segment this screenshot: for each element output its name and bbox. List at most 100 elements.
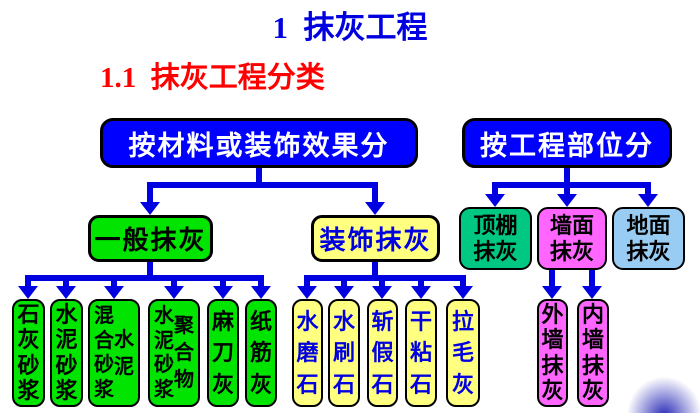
- node-wall-plaster: 墙面 抹灰: [537, 207, 607, 270]
- vertical-char: 灰: [249, 371, 272, 397]
- node-roughcast: 拉毛灰: [446, 299, 480, 407]
- vertical-char: 麻: [211, 308, 234, 334]
- vertical-char: 混: [94, 304, 114, 327]
- arrow-down-icon: [557, 194, 577, 207]
- corner-glow-decoration: [615, 352, 700, 413]
- node-ceiling-plaster: 顶棚 抹灰: [459, 207, 532, 270]
- arrow-down-icon: [372, 286, 392, 299]
- vertical-char: 水: [154, 304, 174, 327]
- vertical-char: 砂: [94, 354, 114, 377]
- node-label: 水泥砂浆: [55, 301, 77, 405]
- arrow-down-icon: [164, 286, 184, 299]
- vertical-char: 筋: [249, 340, 272, 365]
- node-exterior-wall-plaster: 外墙抹灰: [537, 299, 568, 407]
- node-interior-wall-plaster: 内墙抹灰: [577, 299, 609, 407]
- vertical-char: 浆: [94, 379, 114, 402]
- vertical-char: 石: [17, 302, 40, 328]
- node-label-column: 水泥: [114, 301, 134, 405]
- vertical-char: 浆: [154, 379, 174, 402]
- arrow-down-icon: [453, 286, 473, 299]
- vertical-char: 内: [581, 302, 604, 328]
- vertical-char: 浆: [55, 377, 78, 403]
- node-exposed-aggregate: 水刷石: [328, 299, 360, 407]
- vertical-char: 泥: [114, 355, 134, 378]
- vertical-char: 石: [371, 371, 394, 397]
- decorative-plaster-connector: [304, 259, 466, 292]
- node-cement-lime-mixed-mortar: 混合砂浆 水泥: [88, 299, 140, 407]
- wall-plaster-connector: [549, 267, 595, 292]
- vertical-char: 纸: [249, 308, 272, 334]
- node-label-column: 聚合物: [174, 301, 194, 405]
- vertical-char: 浆: [17, 377, 40, 403]
- vertical-char: 斩: [371, 308, 394, 334]
- node-label: 纸筋灰: [250, 301, 272, 405]
- vertical-char: 水: [296, 308, 319, 334]
- page-subtitle: 1.1 抹灰工程分类: [100, 62, 325, 94]
- vertical-char: 灰: [451, 371, 474, 397]
- vertical-char: 干: [409, 308, 432, 334]
- node-label: 外墙抹灰: [541, 301, 563, 405]
- arrow-down-icon: [104, 286, 124, 299]
- vertical-char: 外: [541, 302, 564, 328]
- node-label: 石灰砂浆: [17, 301, 39, 405]
- arrow-down-icon: [485, 194, 505, 207]
- arrow-down-icon: [297, 286, 317, 299]
- node-artificial-chopped-stone: 斩假石: [367, 299, 398, 407]
- vertical-char: 泥: [154, 329, 174, 352]
- vertical-char: 石: [296, 371, 319, 397]
- node-polymer-cement-mortar: 水泥砂浆 聚合物: [148, 299, 200, 407]
- vertical-char: 毛: [451, 340, 474, 365]
- vertical-char: 石: [332, 371, 355, 397]
- vertical-char: 灰: [541, 377, 564, 403]
- vertical-char: 刀: [211, 340, 234, 365]
- node-general-plaster: 一般抹灰: [88, 215, 213, 262]
- vertical-char: 石: [409, 371, 432, 397]
- node-label: 水磨石: [296, 301, 318, 405]
- vertical-char: 粘: [409, 340, 432, 365]
- node-label: 斩假石: [371, 301, 393, 405]
- node-label-column: 水泥砂浆: [154, 301, 174, 405]
- vertical-char: 砂: [154, 354, 174, 377]
- arrow-down-icon: [140, 202, 160, 215]
- vertical-char: 磨: [296, 340, 319, 365]
- vertical-char: 拉: [451, 308, 474, 334]
- node-by-location-root: 按工程部位分: [462, 118, 672, 168]
- vertical-char: 砂: [55, 352, 78, 378]
- node-paper-fiber-lime: 纸筋灰: [245, 299, 277, 407]
- node-label: 水刷石: [333, 301, 355, 405]
- vertical-char: 合: [174, 342, 194, 364]
- node-label: 内墙抹灰: [582, 301, 604, 405]
- node-terrazzo: 水磨石: [292, 299, 323, 407]
- node-lime-mortar: 石灰砂浆: [12, 299, 45, 407]
- vertical-char: 墙: [581, 327, 604, 353]
- vertical-char: 灰: [211, 371, 234, 397]
- arrow-down-icon: [18, 286, 38, 299]
- left-root-connector: [147, 165, 378, 206]
- node-hemp-fiber-lime: 麻刀灰: [207, 299, 239, 407]
- vertical-char: 泥: [55, 327, 78, 353]
- vertical-char: 水: [55, 302, 78, 328]
- node-label-column: 混合砂浆: [94, 301, 114, 405]
- general-plaster-connector: [25, 259, 264, 292]
- vertical-char: 聚: [174, 315, 194, 337]
- vertical-char: 灰: [581, 377, 604, 403]
- node-label: 干粘石: [410, 301, 432, 405]
- vertical-char: 物: [174, 369, 194, 391]
- arrow-down-icon: [411, 286, 431, 299]
- node-decorative-plaster: 装饰抹灰: [311, 215, 440, 262]
- arrow-down-icon: [213, 286, 233, 299]
- right-root-connector: [492, 165, 651, 199]
- node-by-material-root: 按材料或装饰效果分: [100, 118, 418, 168]
- vertical-char: 水: [332, 308, 355, 334]
- vertical-char: 抹: [581, 352, 604, 378]
- vertical-char: 墙: [541, 327, 564, 353]
- arrow-down-icon: [365, 202, 385, 215]
- page-title: 1 抹灰工程: [272, 10, 428, 45]
- node-floor-plaster: 地面 抹灰: [612, 207, 685, 270]
- node-label: 拉毛灰: [452, 301, 474, 405]
- node-dry-dash: 干粘石: [405, 299, 437, 407]
- arrow-down-icon: [334, 286, 354, 299]
- vertical-char: 水: [114, 328, 134, 351]
- arrow-down-icon: [582, 286, 602, 299]
